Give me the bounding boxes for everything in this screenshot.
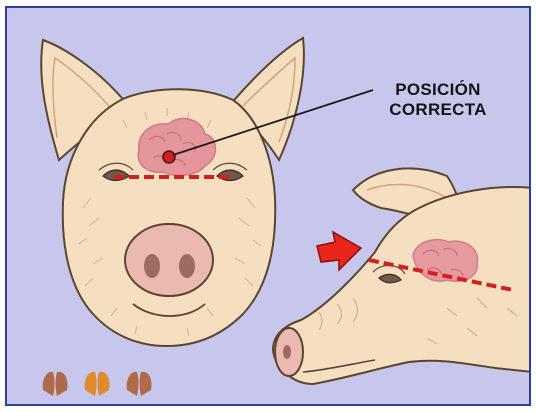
pig-front-snout [125,224,213,296]
label-line-1: POSICIÓN [363,80,513,100]
hoof-icon-row [43,372,152,396]
pig-stunning-illustration [7,8,531,406]
label-line-2: CORRECTA [363,100,513,120]
hoof-icon-orange [85,372,110,396]
pig-side-view [273,168,531,384]
diagram-panel: POSICIÓN CORRECTA [5,6,531,406]
correct-position-label: POSICIÓN CORRECTA [363,80,513,120]
hoof-icon-brown [127,372,152,396]
stun-target-point [163,151,175,163]
hoof-icon-brown [43,372,68,396]
pig-front-view [41,38,373,346]
pointer-arrow-icon [317,232,361,270]
